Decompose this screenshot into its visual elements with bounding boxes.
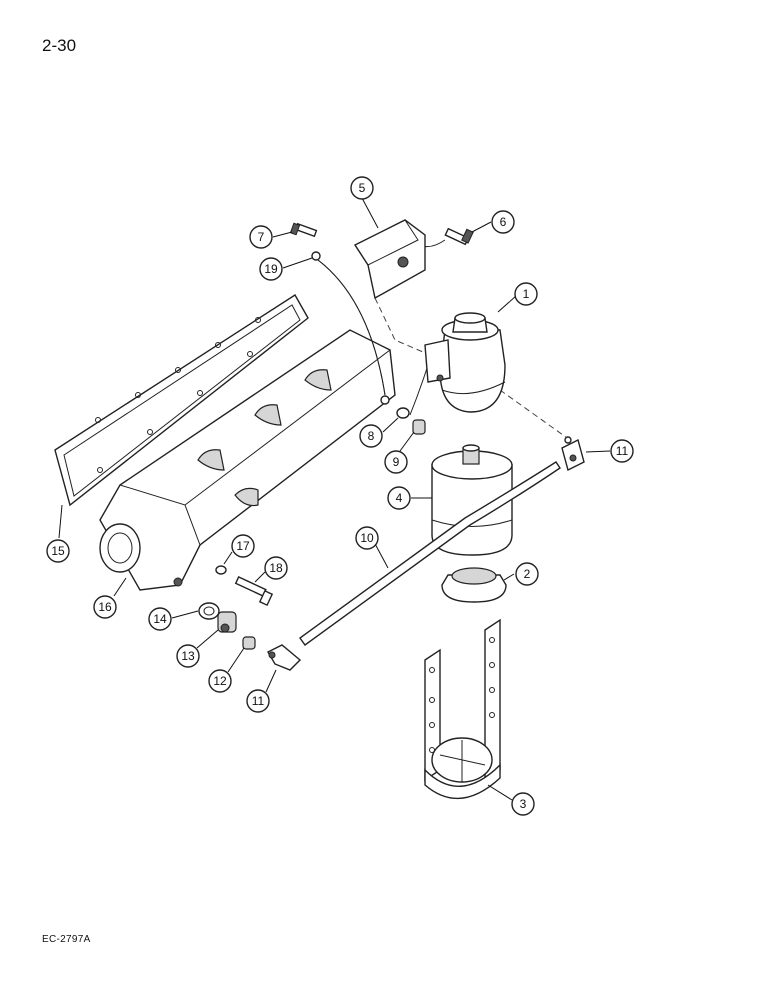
washer-14 — [198, 602, 220, 620]
callout-15: 15 — [46, 539, 70, 563]
callout-5: 5 — [350, 176, 374, 200]
svg-text:18: 18 — [269, 561, 283, 575]
callout-2: 2 — [515, 562, 539, 586]
fuel-line — [299, 461, 561, 646]
callout-19: 19 — [259, 257, 283, 281]
filter-head — [424, 312, 506, 413]
callout-13: 13 — [176, 644, 200, 668]
callout-11-upper: 11 — [610, 439, 634, 463]
assembly-line — [374, 297, 431, 356]
callout-14: 14 — [148, 607, 172, 631]
svg-text:19: 19 — [264, 262, 278, 276]
lockwasher-17 — [215, 565, 227, 575]
nut-9 — [412, 419, 426, 435]
callout-17: 17 — [231, 534, 255, 558]
svg-text:4: 4 — [396, 491, 403, 505]
figure-code: EC-2797A — [42, 934, 91, 945]
svg-text:15: 15 — [51, 544, 65, 558]
svg-text:17: 17 — [236, 539, 250, 553]
elbow-fitting-lower — [267, 644, 302, 671]
callout-10: 10 — [355, 526, 379, 550]
callout-4: 4 — [387, 486, 411, 510]
leader-lines — [58, 197, 611, 801]
assembly-line — [499, 389, 571, 441]
svg-text:1: 1 — [523, 287, 530, 301]
svg-text:12: 12 — [213, 674, 227, 688]
callout-9: 9 — [384, 450, 408, 474]
manifold — [99, 329, 396, 591]
svg-text:11: 11 — [252, 694, 265, 708]
page-number: 2-30 — [42, 36, 77, 55]
svg-text:14: 14 — [153, 612, 167, 626]
adapter-13 — [217, 611, 237, 633]
washer-8 — [396, 407, 410, 419]
svg-text:13: 13 — [181, 649, 195, 663]
callouts: 1 2 3 4 5 6 7 8 9 10 11 11 12 13 14 15 1… — [46, 176, 634, 816]
svg-text:6: 6 — [500, 215, 507, 229]
callout-6: 6 — [491, 210, 515, 234]
strap-bracket — [424, 618, 501, 799]
ground-strap — [311, 251, 390, 405]
mounting-bracket — [353, 219, 426, 300]
svg-text:2: 2 — [524, 567, 531, 581]
bolt-6 — [419, 227, 474, 248]
svg-text:9: 9 — [393, 455, 400, 469]
bolt-18 — [234, 576, 274, 607]
gasket — [54, 294, 309, 507]
svg-text:7: 7 — [258, 230, 265, 244]
callout-11-lower: 11 — [246, 689, 270, 713]
svg-text:10: 10 — [360, 531, 374, 545]
fitting-12 — [242, 636, 256, 650]
callout-7: 7 — [249, 225, 273, 249]
svg-text:11: 11 — [616, 444, 629, 458]
svg-text:3: 3 — [520, 797, 527, 811]
svg-text:8: 8 — [368, 429, 375, 443]
callout-1: 1 — [514, 282, 538, 306]
callout-8: 8 — [359, 424, 383, 448]
bracket-link-line — [409, 364, 429, 416]
callout-16: 16 — [93, 595, 117, 619]
callout-18: 18 — [264, 556, 288, 580]
svg-text:16: 16 — [98, 600, 112, 614]
seal-cup — [441, 567, 507, 603]
svg-text:5: 5 — [359, 181, 366, 195]
callout-3: 3 — [511, 792, 535, 816]
elbow-fitting-upper — [561, 436, 585, 472]
bolt-7 — [289, 222, 318, 238]
callout-12: 12 — [208, 669, 232, 693]
